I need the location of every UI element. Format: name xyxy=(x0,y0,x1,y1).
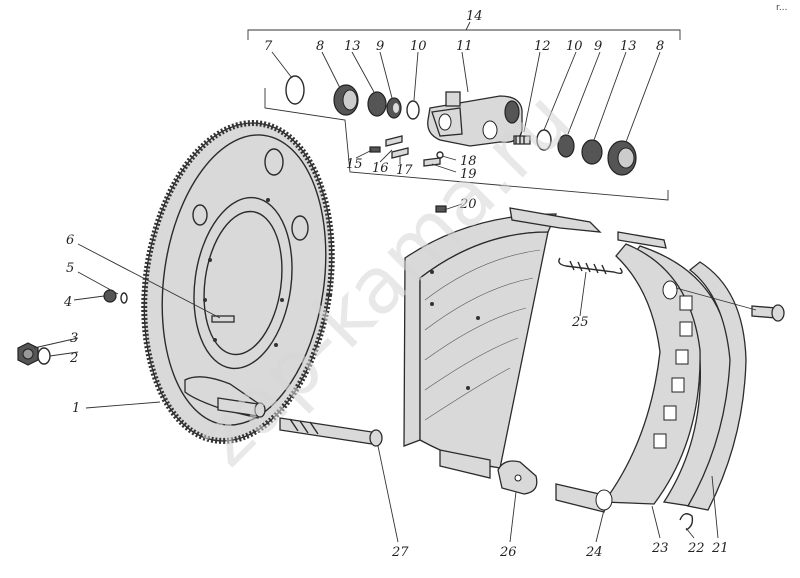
label-16: 16 xyxy=(372,161,389,176)
label-21: 21 xyxy=(711,541,729,556)
label-15: 15 xyxy=(346,157,363,172)
label-9-right: 9 xyxy=(594,39,602,54)
label-19: 19 xyxy=(460,167,477,182)
label-4: 4 xyxy=(63,295,72,310)
group-14-bracket xyxy=(247,21,681,201)
bolt-6 xyxy=(211,315,235,323)
lower-anchor-shaft xyxy=(217,397,266,418)
label-24: 24 xyxy=(585,545,603,560)
bolt-on-shoe xyxy=(751,304,785,322)
label-1: 1 xyxy=(72,401,80,416)
washer-5 xyxy=(120,292,128,304)
backing-plate xyxy=(141,120,335,444)
label-3: 3 xyxy=(70,331,78,346)
cup-9-left xyxy=(386,97,402,119)
label-2: 2 xyxy=(69,351,78,366)
boot-8-left xyxy=(333,84,359,116)
cup-9-right xyxy=(557,134,575,158)
label-7: 7 xyxy=(264,39,273,54)
plate-26 xyxy=(497,460,538,495)
label-23: 23 xyxy=(651,541,669,556)
corner-mark: r... xyxy=(776,3,787,13)
label-9-left: 9 xyxy=(376,39,384,54)
piston-13-right xyxy=(581,139,603,165)
washer-2 xyxy=(37,347,51,365)
clip-22 xyxy=(679,513,694,531)
label-8-right: 8 xyxy=(656,39,664,54)
leader-lines xyxy=(33,51,757,543)
label-26: 26 xyxy=(499,545,517,560)
bleeder-12 xyxy=(513,135,531,145)
label-17: 17 xyxy=(396,163,413,178)
label-20: 20 xyxy=(459,197,477,212)
label-14: 14 xyxy=(466,9,483,24)
small-parts-15-19 xyxy=(369,135,444,167)
label-11: 11 xyxy=(456,39,473,54)
label-6: 6 xyxy=(66,233,74,248)
wheel-cylinder-11 xyxy=(427,91,523,147)
label-10-right: 10 xyxy=(566,39,583,54)
spring-10-left xyxy=(406,100,420,120)
label-18: 18 xyxy=(460,154,477,169)
return-spring-25 xyxy=(558,257,623,275)
label-25: 25 xyxy=(571,315,589,330)
label-22: 22 xyxy=(687,541,705,556)
ring-7 xyxy=(285,75,305,105)
brake-shoe-rear xyxy=(555,231,747,513)
part-number-labels: 1 2 3 4 5 6 7 8 13 9 10 11 12 10 9 13 8 … xyxy=(63,9,729,560)
anchor-pin-27 xyxy=(279,417,383,447)
label-5: 5 xyxy=(66,261,74,276)
nut-3 xyxy=(17,342,39,366)
label-8-left: 8 xyxy=(316,39,324,54)
label-10-left: 10 xyxy=(410,39,427,54)
label-12: 12 xyxy=(534,39,551,54)
brake-shoe-front xyxy=(403,207,602,479)
boot-8-right xyxy=(607,140,637,176)
label-27: 27 xyxy=(391,545,409,560)
label-13-right: 13 xyxy=(620,39,637,54)
label-13-left: 13 xyxy=(344,39,361,54)
piston-13-left xyxy=(367,91,387,117)
